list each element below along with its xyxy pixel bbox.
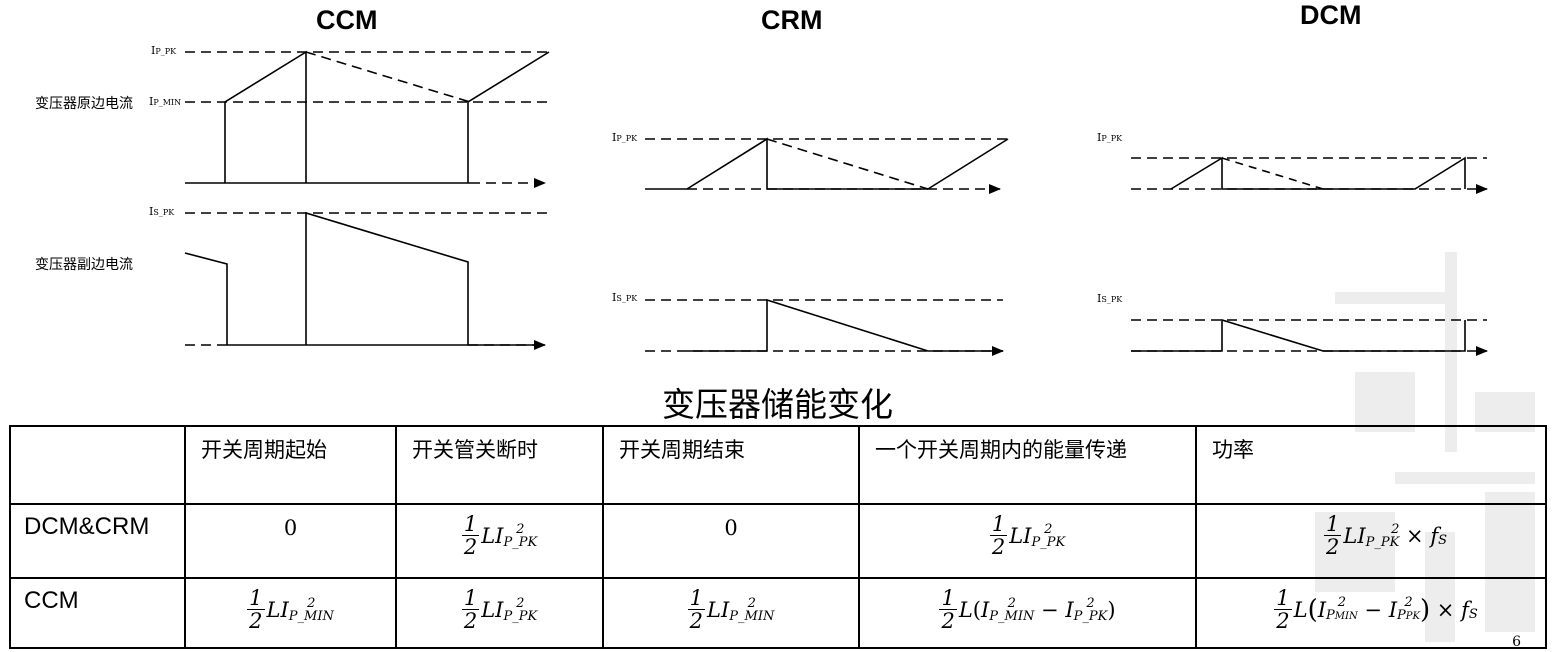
- dcm-secondary-waveform: [1131, 318, 1488, 356]
- ccm-secondary-waveform: [184, 211, 550, 350]
- header-energy-transfer: 一个开关周期内的能量传递: [858, 425, 1197, 505]
- page-number: 6: [1512, 634, 1521, 650]
- dcm-ip-pk-label: IP_PK: [1097, 131, 1123, 144]
- header-cycle-start: 开关周期起始: [184, 425, 397, 505]
- header-cell-empty: [9, 425, 186, 505]
- primary-current-label: 变压器原边电流: [35, 96, 133, 112]
- crm-ip-pk-label: IP_PK: [612, 131, 638, 144]
- dcm-title: DCM: [1300, 0, 1362, 30]
- ccm-ip-pk-label: IP_PK: [151, 44, 177, 57]
- section-title: 变压器储能变化: [662, 385, 893, 424]
- dcm-primary-waveform: [1131, 156, 1488, 194]
- table-header-row: 开关周期起始 开关管关断时 开关周期结束 一个开关周期内的能量传递 功率: [9, 425, 1547, 505]
- ccm-title: CCM: [316, 5, 378, 35]
- row-label-ccm: CCM: [9, 577, 186, 649]
- energy-table: 开关周期起始 开关管关断时 开关周期结束 一个开关周期内的能量传递 功率 DCM…: [9, 425, 1547, 649]
- secondary-current-label: 变压器副边电流: [35, 257, 133, 273]
- crm-is-pk-label: IS_PK: [612, 291, 638, 304]
- header-switch-off: 开关管关断时: [395, 425, 604, 505]
- crm-primary-waveform: [645, 137, 1009, 194]
- crm-secondary-waveform: [645, 298, 1004, 356]
- ccm-primary-waveform: [185, 50, 550, 188]
- header-cycle-end: 开关周期结束: [602, 425, 860, 505]
- ccm-is-pk-label: IS_PK: [149, 205, 175, 218]
- waveform-diagrams: [184, 50, 1488, 356]
- dcm-cycle-end-cell: 0: [602, 503, 860, 579]
- row-label-dcm-crm: DCM&CRM: [9, 503, 186, 579]
- ccm-ip-min-label: IP_MIN: [149, 95, 182, 108]
- header-power: 功率: [1195, 425, 1547, 505]
- dcm-is-pk-label: IS_PK: [1097, 292, 1123, 305]
- dcm-cycle-start-cell: 0: [184, 503, 397, 579]
- crm-title: CRM: [761, 5, 823, 35]
